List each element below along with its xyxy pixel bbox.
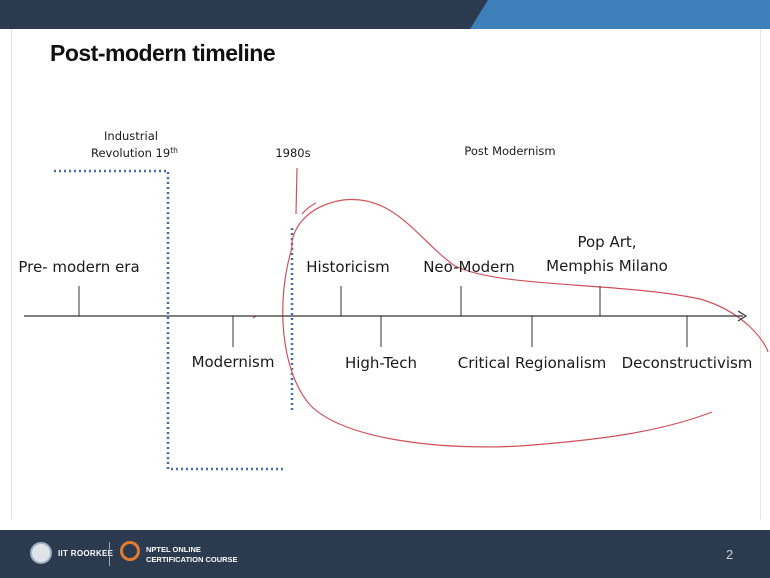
label-industrial-sup: th [170,146,178,155]
label-industrial-line2: Revolution 19th [91,146,178,160]
label-industrial-text: Revolution 19 [91,146,170,160]
label-modernism: Modernism [192,353,275,371]
footer-institute: IIT ROORKEE [58,549,114,558]
annotation-loop-lower [282,247,713,448]
dotted-bracket-industrial [54,169,284,471]
annotation-small-stroke [301,202,317,215]
label-neo-modern: Neo-Modern [423,258,515,276]
slide-title: Post-modern timeline [50,40,276,66]
label-pop-art-line2: Memphis Milano [546,257,668,275]
annotation-tick-1980s [295,167,298,215]
footer-bar: IIT ROORKEE NPTEL ONLINE CERTIFICATION C… [0,530,770,578]
label-high-tech: High-Tech [345,354,417,372]
page-number: 2 [726,547,734,562]
label-historicism: Historicism [306,258,390,276]
iit-roorkee-logo-icon [30,542,52,564]
label-1980s: 1980s [275,146,310,160]
header-bar [0,0,770,29]
label-pre-modern-era: Pre- modern era [18,258,139,276]
footer-course: NPTEL ONLINE CERTIFICATION COURSE [146,545,238,565]
label-industrial-line1: Industrial [104,129,158,143]
timeline-arrowhead [737,310,748,322]
nptel-logo-icon [120,541,140,561]
label-deconstructivism: Deconstructivism [622,354,753,372]
footer-course-line2: CERTIFICATION COURSE [146,555,238,564]
label-critical-regionalism: Critical Regionalism [458,354,607,372]
label-pop-art-line1: Pop Art, [577,233,636,251]
annotation-loop-postmodern [291,198,769,353]
label-post-modernism: Post Modernism [464,144,555,158]
footer-course-line1: NPTEL ONLINE [146,545,201,554]
header-accent [470,0,770,29]
footer-divider [109,542,110,566]
